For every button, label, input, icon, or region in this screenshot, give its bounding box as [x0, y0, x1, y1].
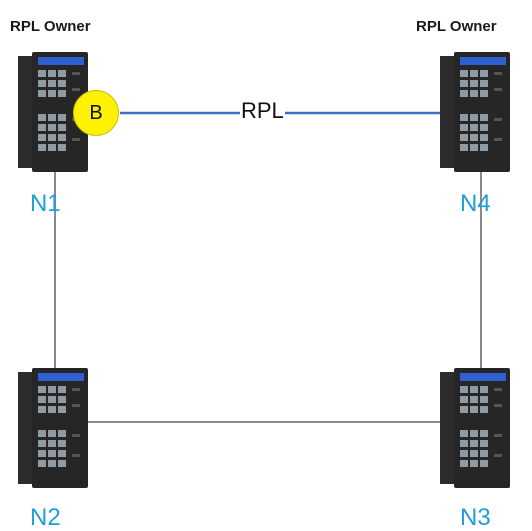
node-label-n4: N4 — [460, 190, 491, 217]
rpl-link-label: RPL — [240, 98, 285, 123]
rpl-owner-label-left: RPL Owner — [10, 18, 91, 35]
blocked-port-badge[interactable]: B — [73, 90, 119, 136]
switch-n2-icon[interactable] — [18, 368, 90, 488]
node-label-n1: N1 — [30, 190, 61, 217]
rpl-owner-label-right: RPL Owner — [416, 18, 497, 35]
blocked-port-badge-label: B — [89, 101, 103, 124]
switch-n3-icon[interactable] — [440, 368, 512, 488]
switch-n1-icon[interactable] — [18, 52, 90, 172]
node-label-n3: N3 — [460, 504, 491, 531]
node-label-n2: N2 — [30, 504, 61, 531]
switch-n4-icon[interactable] — [440, 52, 512, 172]
